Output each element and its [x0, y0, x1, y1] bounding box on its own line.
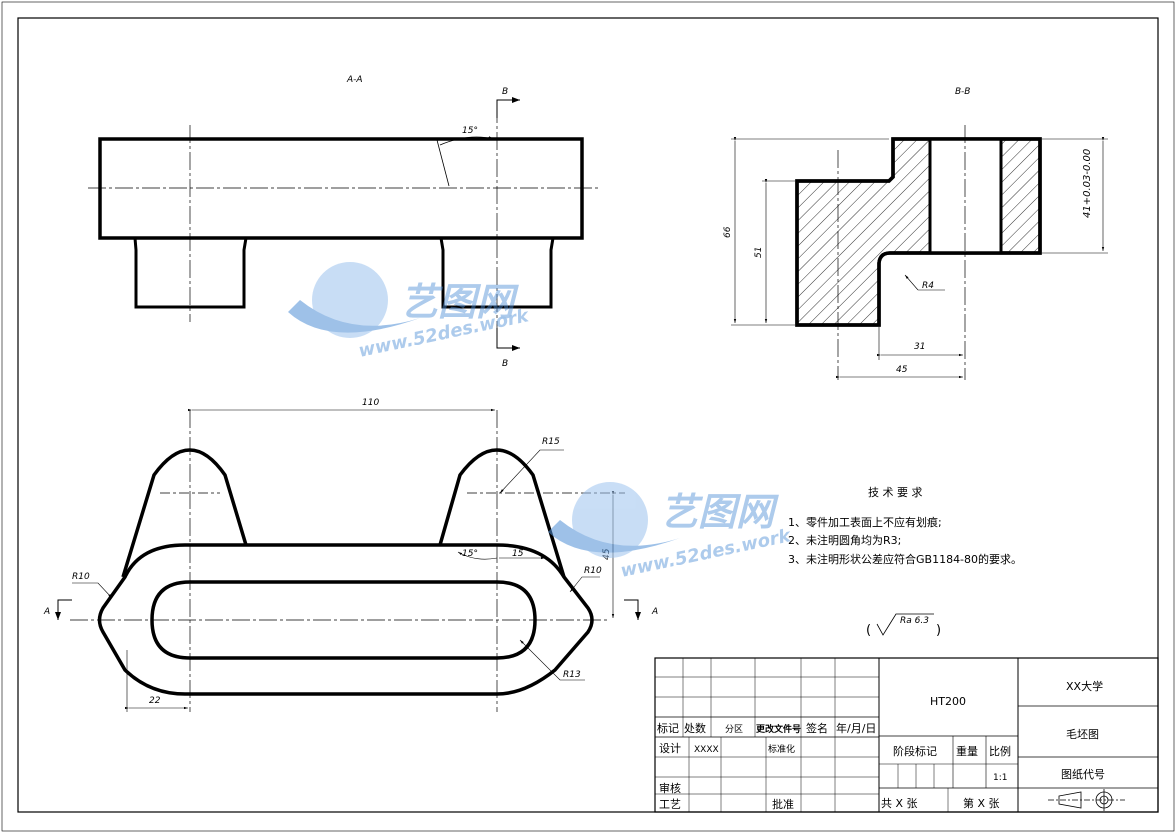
section-bb-label: B-B — [955, 87, 970, 97]
note-item-1: 1、零件加工表面上不应有划痕; — [788, 515, 942, 529]
section-bb-view — [731, 125, 1108, 380]
cut-b-top-label: B — [502, 87, 508, 97]
section-aa-label: A-A — [346, 75, 363, 85]
section-aa-view — [88, 97, 598, 351]
dim-r10-left: R10 — [72, 572, 90, 582]
dim-31: 31 — [914, 342, 925, 352]
dim-r10-right: R10 — [584, 566, 602, 576]
sheet-number: 第 X 张 — [963, 796, 1000, 810]
process-label: 工艺 — [659, 798, 681, 811]
watermark-1: 艺图网 www.52des.work — [288, 262, 531, 362]
change-doc-label: 更改文件号 — [756, 723, 801, 735]
scale-label: 比例 — [989, 744, 1011, 758]
title-block — [654, 657, 1159, 813]
standardize-label: 标准化 — [768, 743, 795, 755]
angle-plan-label: 15° — [462, 549, 478, 559]
dim-41-tolerance: 41+0.03-0.00 — [1082, 149, 1093, 218]
material: HT200 — [930, 695, 966, 708]
angle-top-label: 15° — [462, 126, 478, 136]
dim-15: 15 — [512, 549, 524, 559]
design-label: 设计 — [659, 742, 681, 755]
total-sheets: 共 X 张 — [881, 797, 918, 810]
school-name: XX大学 — [1066, 679, 1103, 693]
svg-text:艺图网: 艺图网 — [660, 490, 779, 534]
designer-name: XXXX — [694, 745, 719, 755]
svg-text:(: ( — [866, 623, 871, 638]
roughness-value: Ra 6.3 — [900, 616, 929, 626]
sign-label: 签名 — [806, 721, 828, 735]
weight-label: 重量 — [956, 744, 978, 758]
zone-label: 分区 — [725, 724, 743, 735]
approve-label: 批准 — [772, 797, 794, 811]
scale-value: 1:1 — [993, 773, 1007, 783]
note-item-3: 3、未注明形状公差应符合GB1184-80的要求。 — [788, 552, 1022, 566]
dim-51: 51 — [754, 247, 764, 258]
mark-label: 标记 — [657, 721, 679, 735]
dim-r13: R13 — [563, 670, 581, 680]
notes-title: 技 术 要 求 — [868, 486, 923, 499]
dim-22: 22 — [149, 696, 161, 706]
roughness-symbol — [876, 613, 934, 636]
drawing-name: 毛坯图 — [1066, 728, 1099, 741]
dim-r15: R15 — [542, 437, 560, 447]
plan-view — [55, 408, 641, 712]
svg-text:艺图网: 艺图网 — [400, 280, 519, 324]
date-label: 年/月/日 — [836, 721, 876, 735]
dim-45-horizontal: 45 — [896, 365, 908, 375]
inner-frame — [17, 17, 1159, 813]
stage-mark-label: 阶段标记 — [893, 744, 937, 758]
dim-66: 66 — [723, 226, 733, 238]
dim-r4: R4 — [922, 281, 934, 291]
count-label: 处数 — [684, 722, 706, 735]
dim-110: 110 — [362, 398, 379, 408]
svg-text:): ) — [936, 623, 941, 638]
cut-b-bottom-label: B — [502, 359, 508, 369]
review-label: 审核 — [659, 781, 681, 795]
projection-symbol-icon — [1048, 789, 1125, 811]
cut-a-left-label: A — [43, 607, 50, 617]
drawing-code: 图纸代号 — [1061, 768, 1105, 781]
note-item-2: 2、未注明圆角均为R3; — [788, 533, 901, 547]
cut-a-right-label: A — [651, 607, 658, 617]
